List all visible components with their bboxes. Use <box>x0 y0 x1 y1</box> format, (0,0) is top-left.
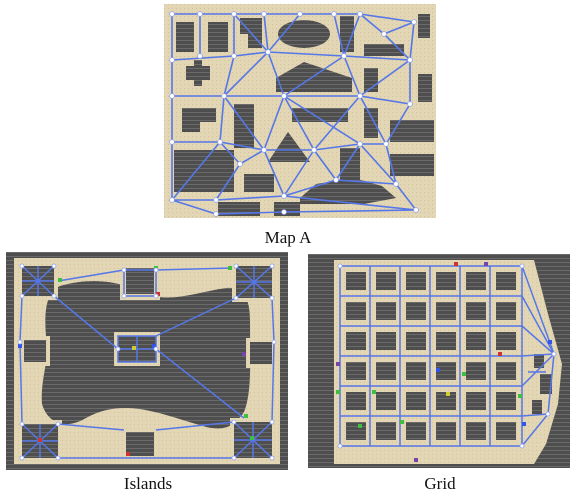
grid-markers <box>336 262 552 462</box>
grid-panel <box>308 254 570 468</box>
grid-wall-blocks <box>346 272 552 440</box>
grid-caption: Grid <box>424 474 456 493</box>
map-a-walls <box>174 14 434 216</box>
map-a-graph-edges <box>171 13 417 215</box>
map-a-caption: Map A <box>264 228 312 247</box>
map-a-panel <box>164 4 436 218</box>
grid-graph-nodes <box>337 263 557 449</box>
map-a-graph-nodes <box>169 11 419 217</box>
grid-diagram <box>308 254 570 468</box>
islands-graph-nodes <box>17 263 277 461</box>
islands-graph-edges <box>19 265 275 459</box>
islands-diagram <box>6 252 288 470</box>
islands-caption: Islands <box>123 474 173 493</box>
map-a-diagram <box>164 4 436 218</box>
islands-panel <box>6 252 288 470</box>
grid-graph-edges <box>339 265 555 447</box>
